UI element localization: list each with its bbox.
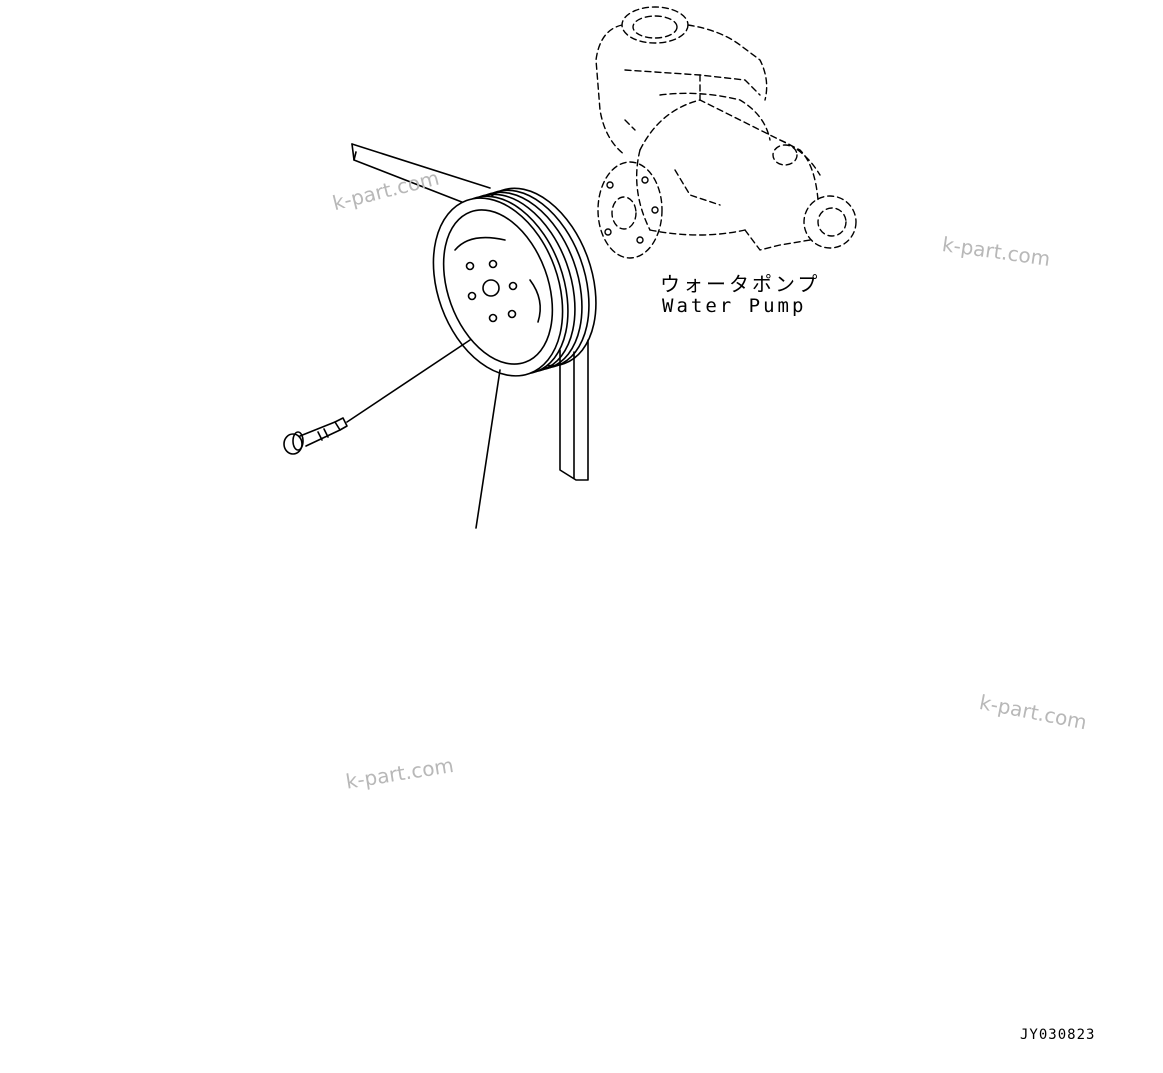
leader-line: [475, 369, 501, 529]
water-pump: [595, 6, 857, 259]
drawing-number: JY030823: [1020, 1027, 1096, 1043]
water-pump-label-jp: ウォータポンプ: [660, 272, 821, 296]
crankshaft-pulley: [432, 187, 597, 377]
mounting-bolt: [283, 339, 471, 455]
water-pump-label-en: Water Pump: [662, 295, 807, 317]
fan-belt: [351, 143, 589, 481]
water-pump-flange-holes: [604, 176, 659, 244]
